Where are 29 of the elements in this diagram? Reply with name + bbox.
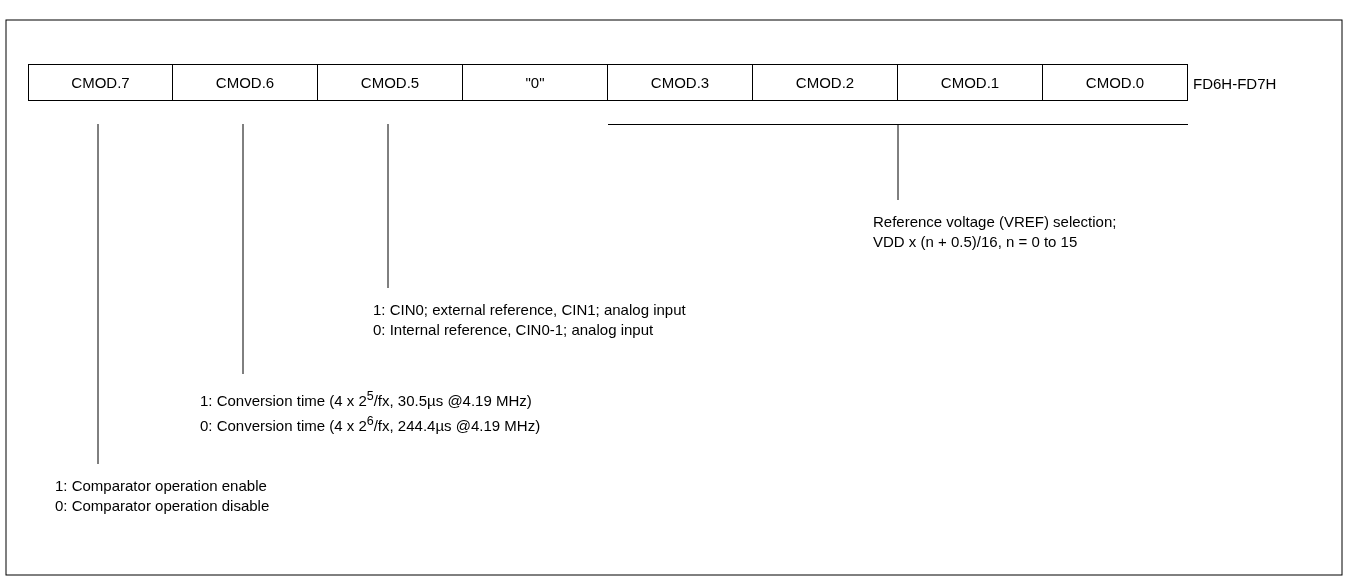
bit-name: CMOD.7 (71, 74, 130, 91)
description-text: 1: Comparator operation enable (55, 476, 268, 496)
bit-cell (752, 64, 898, 101)
bit-name: CMOD.5 (360, 74, 420, 91)
leader-line (897, 124, 899, 201)
bit-cell (897, 64, 1043, 101)
description-text: 0: Comparator operation disable (55, 496, 270, 516)
register-address: FD6H-FD7H (1193, 75, 1277, 92)
description-text: Reference voltage (VREF) selection; (873, 212, 1117, 232)
bit-name: "0" (525, 74, 545, 91)
bracket-line (608, 124, 1188, 125)
bit-cell (462, 64, 608, 101)
description-text: VDD x (n + 0.5)/16, n = 0 to 15 (873, 232, 1079, 252)
bit-cell (607, 64, 753, 101)
bit-name: CMOD.1 (940, 74, 1000, 91)
description-text: 1: Conversion time (4 x 2$^{5}$/fx, 30.5µs @4.19 MHz) (200, 388, 533, 411)
bit-name: CMOD.6 (215, 74, 275, 91)
description-text: 0: Conversion time (4 x 2$^{6}$/fx, 244.4µs @4.19 MHz) (200, 413, 541, 436)
leader-line (242, 123, 244, 375)
leader-line (387, 123, 389, 289)
bit-cell (317, 64, 463, 101)
bit-cell (172, 64, 318, 101)
description-text: 0: Internal reference, CIN0-1; analog input (373, 320, 655, 340)
bit-cell (28, 64, 173, 101)
bit-name: CMOD.3 (650, 74, 710, 91)
leader-line (97, 123, 99, 465)
bit-name: CMOD.2 (795, 74, 855, 91)
bit-name: CMOD.0 (1085, 74, 1145, 91)
description-text: 1: CIN0; external reference, CIN1; analog input (373, 300, 686, 320)
